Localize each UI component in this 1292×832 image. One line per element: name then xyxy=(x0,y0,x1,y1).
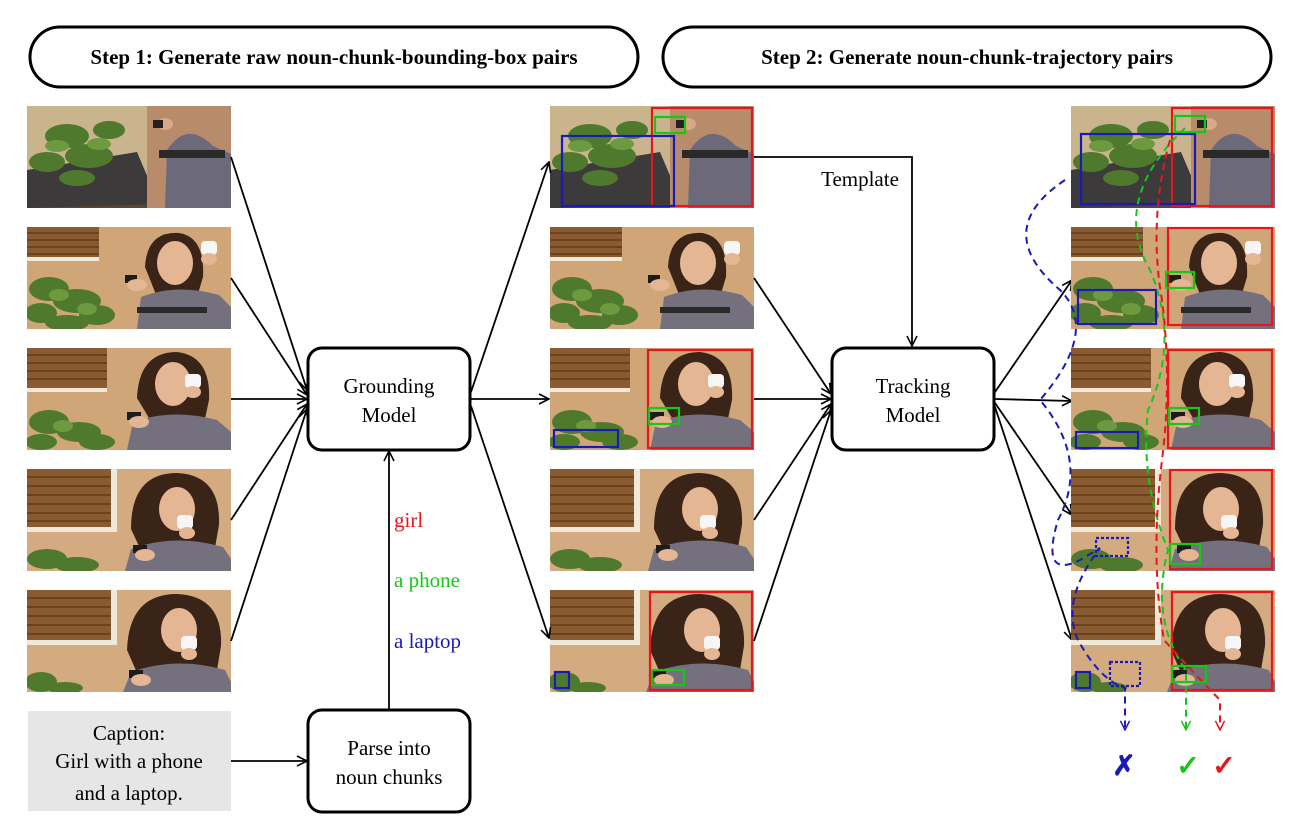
tracking-model-box: Tracking Model xyxy=(830,346,996,452)
noun-chunk-phone: a phone xyxy=(394,568,460,592)
tracked-box-laptop-2 xyxy=(1076,288,1158,326)
frames-to-tracking-arrows xyxy=(753,277,831,642)
grounded-box-girl-5 xyxy=(648,590,754,692)
grounding-to-frames-arrows xyxy=(470,162,549,638)
trajectory-laptop xyxy=(1025,179,1125,730)
tracking-model-line-2: Model xyxy=(886,403,941,427)
grounded-box-girl-3 xyxy=(646,348,754,450)
input-frame-2 xyxy=(27,227,231,329)
grounded-box-laptop-5 xyxy=(553,670,571,690)
tracked-frame-2 xyxy=(1071,227,1275,329)
input-frame-1 xyxy=(27,106,231,208)
tracking-model-line-1: Tracking xyxy=(875,374,951,398)
step2-header: Step 2: Generate noun-chunk-trajectory p… xyxy=(661,25,1273,89)
tracked-box-girl-2 xyxy=(1166,226,1274,327)
grounded-box-phone-1 xyxy=(653,115,687,135)
tracked-box-girl-4 xyxy=(1168,468,1274,571)
grounded-box-phone-3 xyxy=(647,406,681,426)
parse-box-line-1: Parse into xyxy=(347,736,430,760)
tracked-box-phone-1 xyxy=(1173,114,1207,134)
template-arrow: Template xyxy=(754,156,912,346)
tracked-box-girl-5 xyxy=(1170,590,1274,692)
caption-box: Caption: Girl with a phone and a laptop. xyxy=(28,711,231,811)
result-marks: ✗ ✓ ✓ xyxy=(1112,751,1235,782)
trajectory-girl xyxy=(1155,139,1220,730)
input-frame-3 xyxy=(27,348,231,450)
grounded-box-phone-5 xyxy=(650,668,686,687)
tracked-box-girl-1 xyxy=(1170,106,1274,208)
grounded-box-laptop-3 xyxy=(552,428,620,449)
tracked-box-phone-2 xyxy=(1164,270,1196,290)
grounded-frame-2 xyxy=(550,227,754,329)
noun-chunk-girl: girl xyxy=(394,508,423,532)
result-girl-check-icon: ✓ xyxy=(1212,751,1235,782)
tracked-box-laptop-5a xyxy=(1074,670,1092,690)
caption-line-3: and a laptop. xyxy=(75,781,183,805)
noun-chunks: girl a phone a laptop xyxy=(394,508,461,653)
input-frame-5 xyxy=(27,590,231,692)
tracked-box-phone-4 xyxy=(1168,542,1202,566)
parse-box: Parse into noun chunks xyxy=(306,708,472,814)
tracked-box-laptop-4 xyxy=(1094,536,1130,558)
tracked-frame-4 xyxy=(1071,469,1275,571)
tracked-box-girl-3 xyxy=(1166,348,1274,450)
tracked-box-laptop-5b xyxy=(1108,660,1142,688)
template-label: Template xyxy=(821,167,899,191)
grounded-frame-4 xyxy=(550,469,754,571)
tracked-frame-3 xyxy=(1071,348,1275,450)
grounded-frame-3 xyxy=(550,348,754,450)
grounding-model-box: Grounding Model xyxy=(306,346,472,452)
parse-box-line-2: noun chunks xyxy=(336,765,443,789)
tracked-box-phone-5 xyxy=(1170,664,1208,684)
input-frame-4 xyxy=(27,469,231,571)
caption-line-2: Girl with a phone xyxy=(55,749,203,773)
tracking-to-output-arrows xyxy=(994,280,1072,640)
grounded-box-laptop-1 xyxy=(560,134,676,208)
grounding-model-line-2: Model xyxy=(362,403,417,427)
tracked-box-phone-3 xyxy=(1167,406,1201,426)
tracked-boxes xyxy=(1074,106,1274,692)
step1-header: Step 1: Generate raw noun-chunk-bounding… xyxy=(28,25,640,89)
input-frames xyxy=(27,106,231,692)
grounding-model-line-1: Grounding xyxy=(344,374,435,398)
caption-line-1: Caption: xyxy=(93,721,165,745)
tracked-box-laptop-3 xyxy=(1074,430,1140,450)
noun-chunk-laptop: a laptop xyxy=(394,629,461,653)
step2-header-label: Step 2: Generate noun-chunk-trajectory p… xyxy=(761,45,1173,69)
input-to-grounding-arrows xyxy=(230,156,389,761)
trajectory-phone xyxy=(1135,127,1186,730)
grounded-boxes xyxy=(552,106,754,692)
step1-header-label: Step 1: Generate raw noun-chunk-bounding… xyxy=(90,45,577,69)
grounded-box-girl-1 xyxy=(650,106,754,208)
result-phone-check-icon: ✓ xyxy=(1176,751,1199,782)
result-laptop-cross-icon: ✗ xyxy=(1112,751,1135,782)
trajectories xyxy=(1025,127,1220,730)
